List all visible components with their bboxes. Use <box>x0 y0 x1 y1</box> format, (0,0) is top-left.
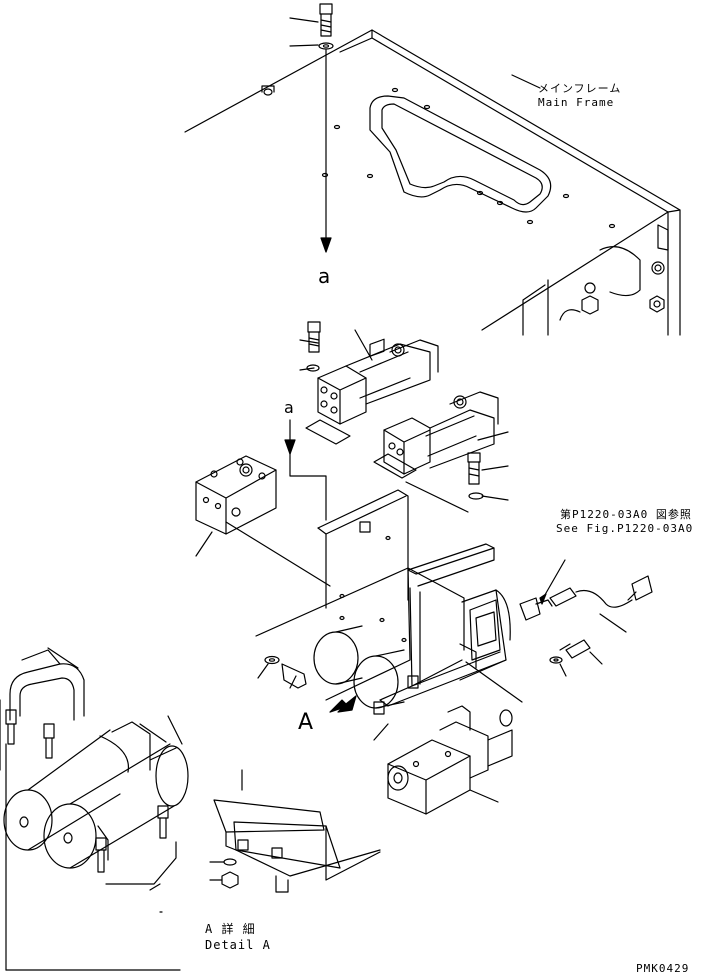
main-frame-label-en: Main Frame <box>538 96 615 109</box>
detail-a-assembly <box>0 647 381 971</box>
view-arrow-a <box>329 695 357 713</box>
detail-a-label-jp: A 詳 細 <box>205 922 256 936</box>
arrow-a-label-top: a <box>318 264 331 288</box>
mounting-bracket <box>255 489 523 715</box>
cylinder-valve <box>373 705 513 815</box>
bolt-washer-left <box>257 655 307 689</box>
see-fig-label-jp: 第P1220-03A0 図参照 <box>560 508 692 521</box>
detail-a-label-en: Detail A <box>205 938 271 952</box>
arrow-a-label-mid: a <box>284 398 294 417</box>
bolt-washer-right <box>549 639 603 677</box>
view-a-label: A <box>298 710 314 735</box>
manifold-block <box>195 455 331 587</box>
arrow-a-mid <box>284 419 327 521</box>
top-bolt-assembly <box>289 3 334 253</box>
pressure-switch-connector <box>519 559 653 633</box>
main-frame <box>184 29 681 336</box>
main-frame-label-jp: メインフレーム <box>538 82 622 95</box>
solenoid-valve-lower <box>373 391 509 513</box>
see-fig-label-en: See Fig.P1220-03A0 <box>556 522 694 535</box>
solenoid-valve-upper <box>299 321 439 445</box>
drawing-code: PMK0429 <box>636 962 690 975</box>
